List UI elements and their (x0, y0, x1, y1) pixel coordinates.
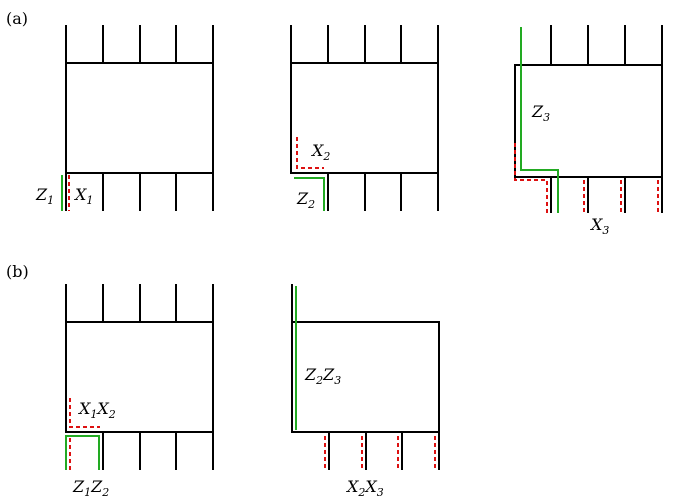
bottom-legs (65, 173, 214, 211)
label-x1x2: X1X2 (77, 399, 116, 421)
label-x2: X2 (310, 141, 330, 163)
label-z2: Z2 (296, 189, 315, 211)
top-legs (550, 25, 663, 65)
x-string (296, 137, 324, 169)
label-z2z3: Z2Z3 (304, 365, 341, 387)
z-string (520, 27, 559, 213)
panel-b-label: (b) (6, 262, 29, 281)
label-x3: X3 (589, 215, 609, 237)
bottom-legs (550, 177, 663, 213)
label-x2x3: X2X3 (345, 477, 384, 498)
z-string (294, 177, 325, 211)
panel-a-diagram-2: X2 Z2 (290, 25, 439, 211)
label-z3: Z3 (531, 102, 550, 124)
bottom-legs (328, 432, 440, 470)
panel-b-diagram-1: X1X2 Z1Z2 (65, 284, 214, 498)
label-x1: X1 (73, 185, 93, 207)
panel-b-diagram-2: Z2Z3 X2X3 (291, 284, 440, 498)
z-string (65, 435, 100, 470)
x-string (514, 143, 548, 213)
label-z1z2: Z1Z2 (72, 477, 109, 498)
top-legs (65, 284, 214, 322)
panel-a-label: (a) (6, 9, 28, 28)
top-legs (290, 25, 439, 63)
panel-a-diagram-3: Z3 X3 (514, 25, 663, 237)
bottom-legs (102, 432, 214, 470)
bottom-legs (327, 173, 439, 211)
panel-a-diagram-1: Z1 X1 (35, 25, 214, 211)
tensor-box (514, 64, 663, 178)
x-string (69, 398, 100, 428)
label-z1: Z1 (35, 185, 54, 207)
tensor-box (65, 62, 214, 174)
top-legs (65, 25, 214, 63)
